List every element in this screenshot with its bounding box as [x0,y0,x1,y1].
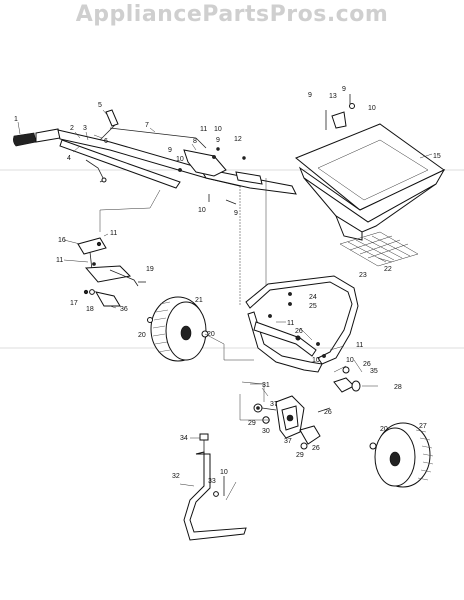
callout-label: 34 [180,435,188,442]
screen [339,231,419,267]
control-lever [105,109,119,127]
callout-label: 19 [146,266,154,273]
callout-label: 6 [104,138,108,145]
watermark-logo: AppliancePartsPros.com [75,2,389,27]
callout-label: 26 [324,409,332,416]
callout-label: 10 [368,105,376,112]
handle-assembly [13,109,297,205]
callout-label: 28 [394,384,402,391]
hopper-assembly [295,94,446,267]
callout-label: 11 [287,320,294,327]
callout-label: 18 [86,306,94,313]
callout-label: 35 [370,368,378,375]
control-rod [109,127,197,139]
callout-label: 26 [295,328,303,335]
callout-label: 9 [216,137,220,144]
callout-label: 20 [380,426,388,433]
callout-labels: 1 2 3 4 5 6 7 8 11 10 9 12 9 10 10 9 9 1… [14,86,441,485]
callout-label: 9 [234,210,238,217]
callout-label: 10 [220,469,228,476]
callout-label: 12 [234,136,242,143]
callout-label: 15 [433,153,441,160]
gearbox-assembly [239,383,331,450]
right-axle-parts [333,359,378,393]
callout-label: 30 [262,428,270,435]
callout-label: 17 [70,300,78,307]
callout-label: 2 [70,125,74,132]
callout-label: 4 [67,155,71,162]
callout-label: 32 [172,473,180,480]
left-wheel [150,296,209,362]
callout-label: 36 [120,306,128,313]
callout-label: 37 [284,438,292,445]
right-wheel [369,422,434,488]
callout-label: 22 [384,266,392,273]
handle-grip [13,132,37,147]
callout-label: 37 [270,401,278,408]
callout-label: 3 [83,125,87,132]
gate-bracket-assembly [63,233,146,309]
callout-label: 9 [308,92,312,99]
callout-label: 10 [198,207,206,214]
callout-label: 20 [207,331,215,338]
callout-label: 26 [363,361,371,368]
callout-label: 24 [309,294,317,301]
callout-label: 21 [195,297,203,304]
callout-label: 31 [262,382,270,389]
frame-assembly [245,275,359,373]
callout-label: 33 [208,478,216,485]
callout-label: 8 [193,138,197,145]
callout-label: 10 [346,357,354,364]
gate-link-rod [99,189,161,232]
callout-label: 11 [56,257,63,264]
callout-label: 25 [309,303,317,310]
callout-label: 11 [356,342,363,349]
callout-label: 26 [312,445,320,452]
callout-label: 10 [176,156,184,163]
callout-label: 5 [98,102,102,109]
callout-label: 11 [200,126,207,133]
callout-label: 11 [110,230,117,237]
callout-label: 13 [329,93,337,100]
callout-label: 10 [312,357,320,364]
callout-label: 9 [168,147,172,154]
callout-label: 10 [214,126,222,133]
callout-label: 23 [359,272,367,279]
callout-label: 7 [145,122,149,129]
kickstand-assembly [179,433,247,541]
callout-label: 29 [296,452,304,459]
callout-label: 20 [138,332,146,339]
callout-label: 27 [419,423,427,430]
callout-label: 9 [342,86,346,93]
callout-label: 1 [14,116,18,123]
callout-label: 29 [248,420,256,427]
callout-label: 16 [58,237,66,244]
